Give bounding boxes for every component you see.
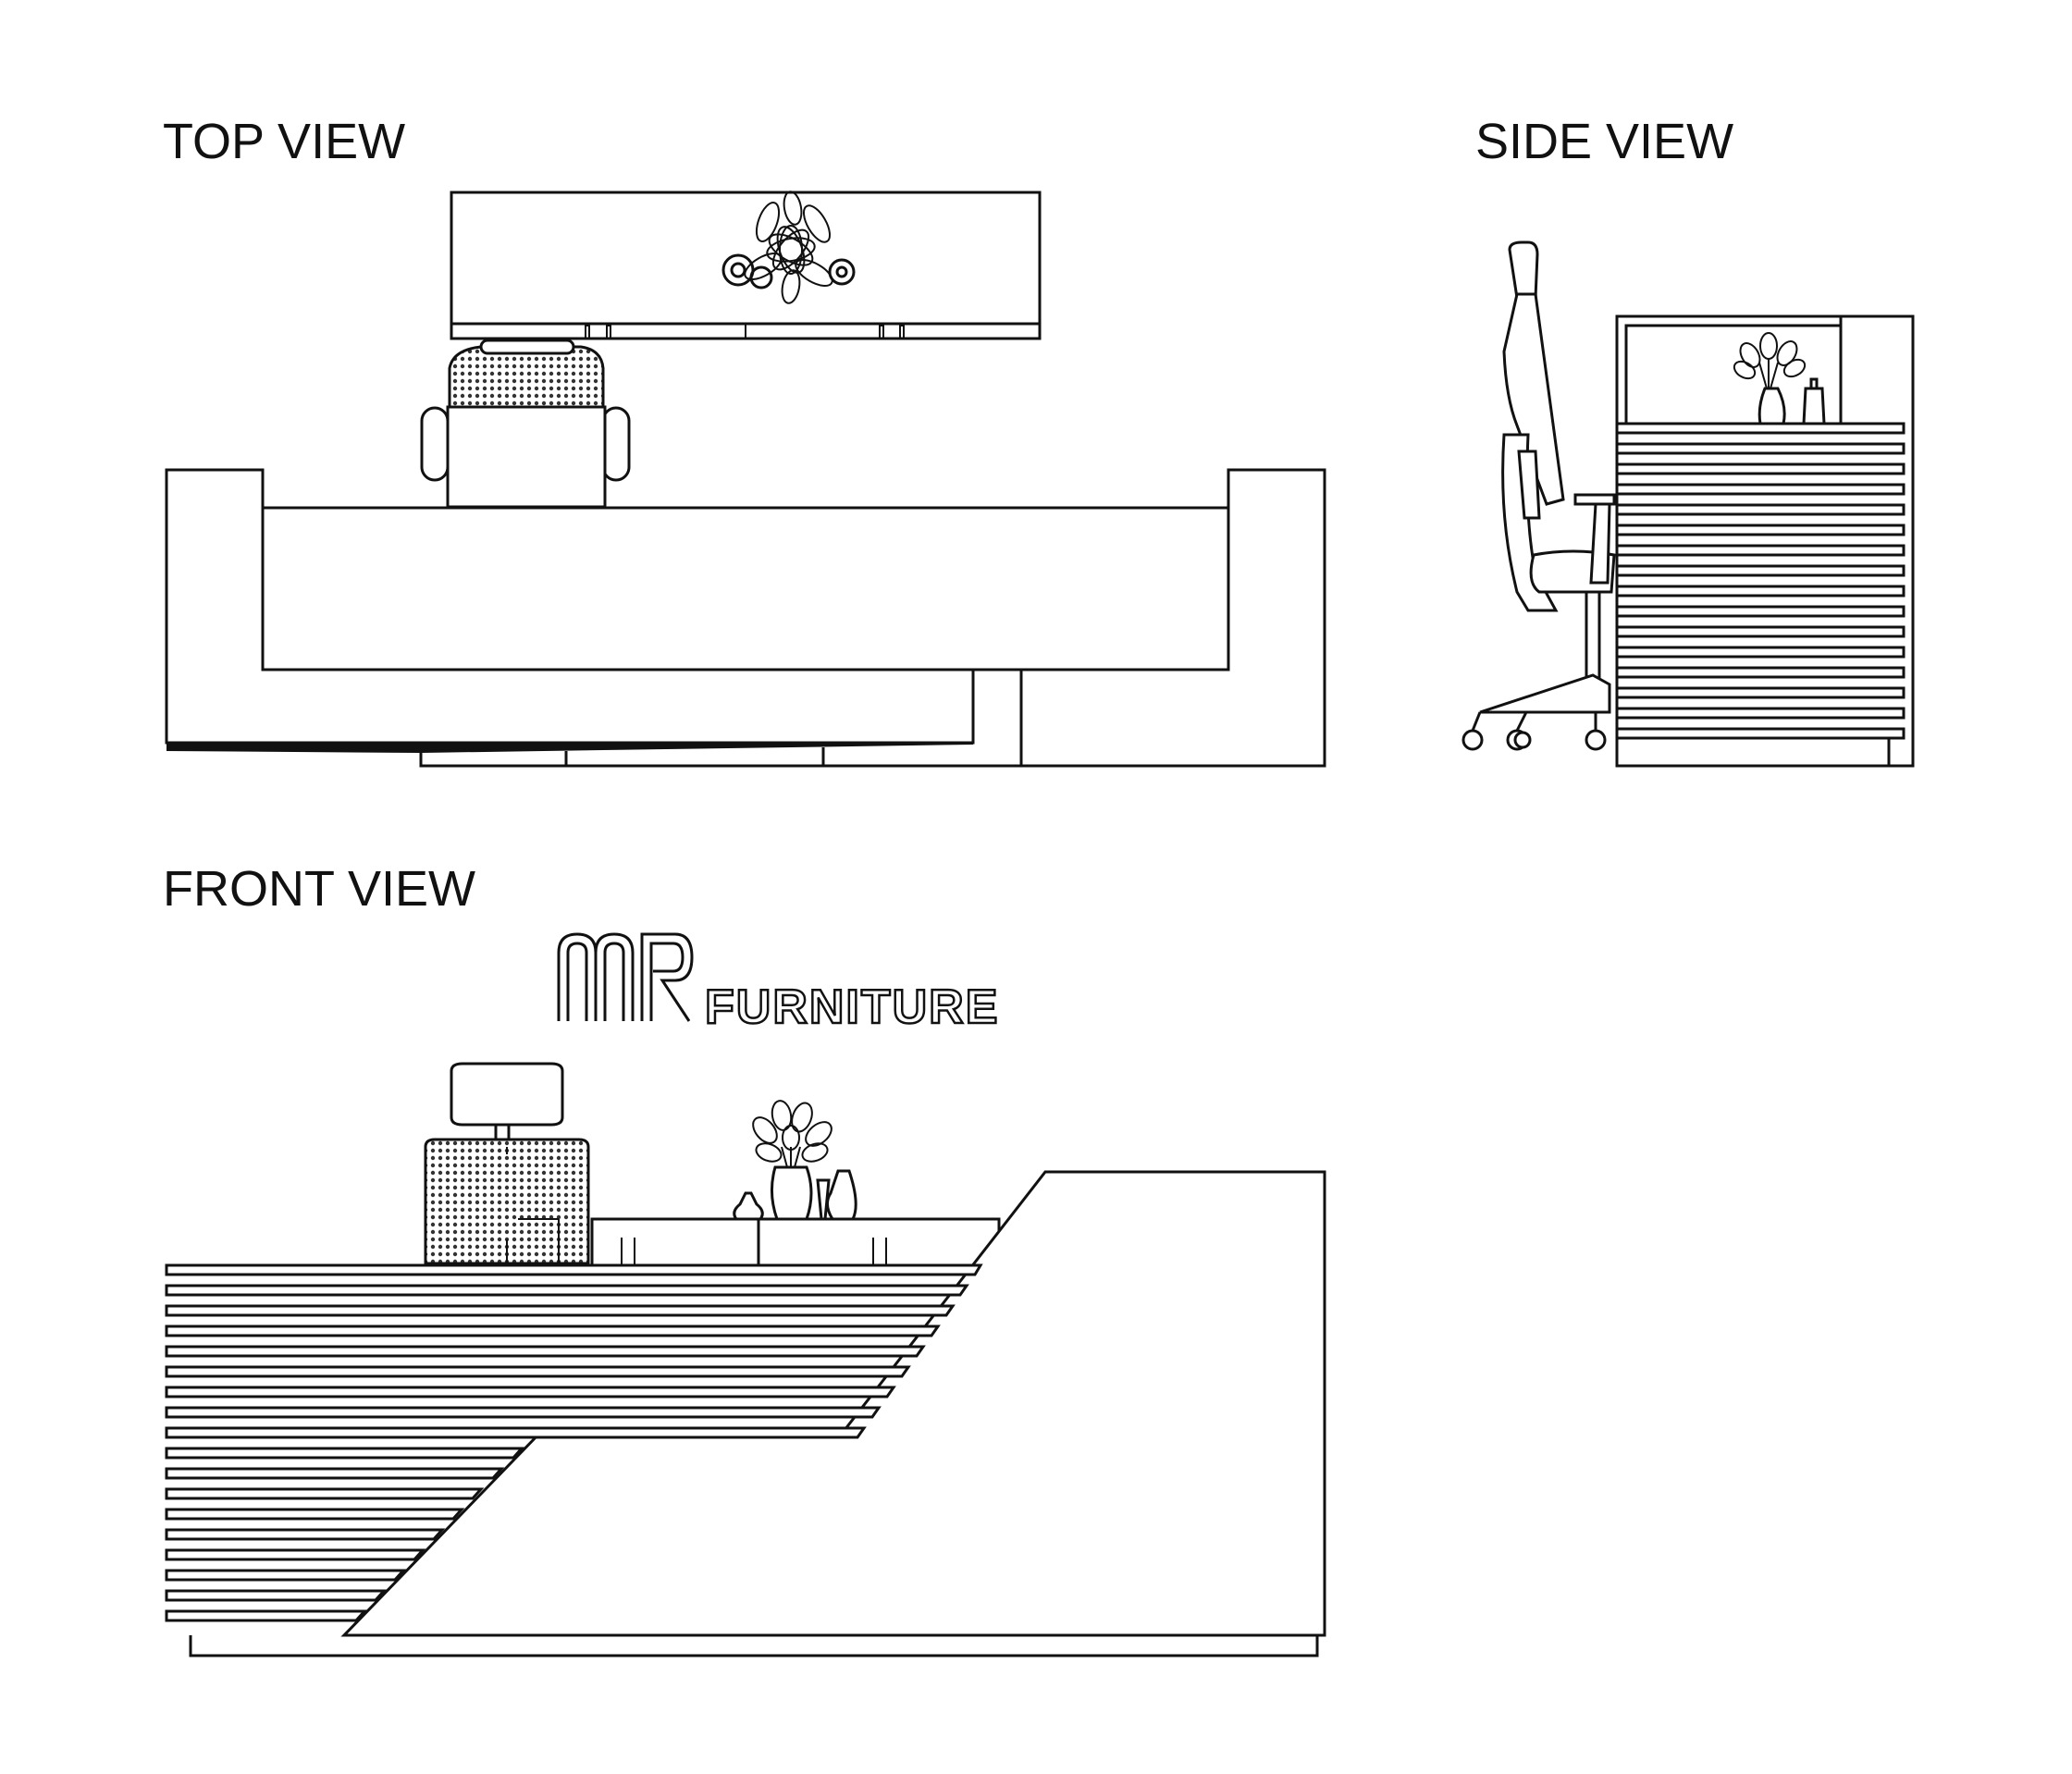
back-cabinet-top xyxy=(450,191,1042,340)
front-view-drawing: FURNITURE xyxy=(165,932,1326,1657)
desk-slats-side xyxy=(1615,422,1906,740)
reception-desk-top xyxy=(165,468,1326,768)
side-view-label: SIDE VIEW xyxy=(1475,114,1734,169)
brand-wordmark: FURNITURE xyxy=(705,980,999,1034)
flower-vase-front xyxy=(733,1100,857,1221)
reception-desk-front xyxy=(165,1170,1326,1657)
back-cabinet-front xyxy=(590,1217,1001,1267)
top-view-label: TOP VIEW xyxy=(163,114,406,169)
office-chair-front xyxy=(424,1062,590,1265)
side-view-drawing xyxy=(1462,240,1915,768)
top-view-drawing xyxy=(165,191,1326,768)
desk-slats-front xyxy=(165,1263,983,1622)
desk-side xyxy=(1615,314,1915,768)
office-chair-side xyxy=(1462,240,1616,751)
flower-arrangement-top xyxy=(722,191,856,304)
brand-logo: FURNITURE xyxy=(557,932,999,1035)
front-view-label: FRONT VIEW xyxy=(163,861,476,917)
flower-vase-side xyxy=(1733,332,1826,425)
office-chair-top xyxy=(420,339,631,509)
